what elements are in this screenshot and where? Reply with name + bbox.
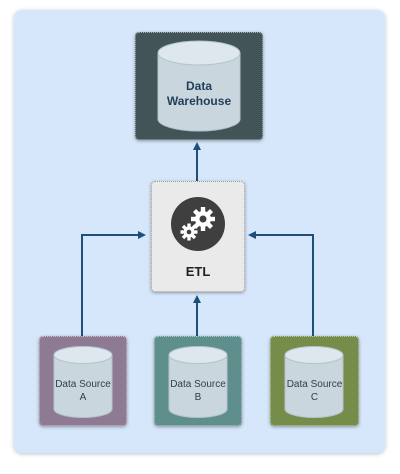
database-icon <box>167 345 229 419</box>
etl-node: ETL <box>151 181 245 292</box>
arrow-source-a-to-etl <box>81 231 146 336</box>
data-source-c-node: Data Source C <box>270 336 359 426</box>
data-source-b-label: Data Source B <box>170 379 226 403</box>
data-warehouse-label: Data Warehouse <box>166 79 232 108</box>
database-icon <box>52 345 114 419</box>
data-source-a-node: Data Source A <box>39 336 127 426</box>
database-icon <box>283 345 345 419</box>
data-source-b-node: Data Source B <box>154 336 242 426</box>
database-icon <box>156 39 242 133</box>
data-warehouse-node: Data Warehouse <box>135 32 263 140</box>
etl-label: ETL <box>185 264 211 279</box>
gears-icon <box>170 196 226 257</box>
arrow-source-c-to-etl <box>248 231 314 336</box>
data-source-a-label: Data Source A <box>55 379 111 403</box>
data-source-c-label: Data Source C <box>286 379 343 403</box>
